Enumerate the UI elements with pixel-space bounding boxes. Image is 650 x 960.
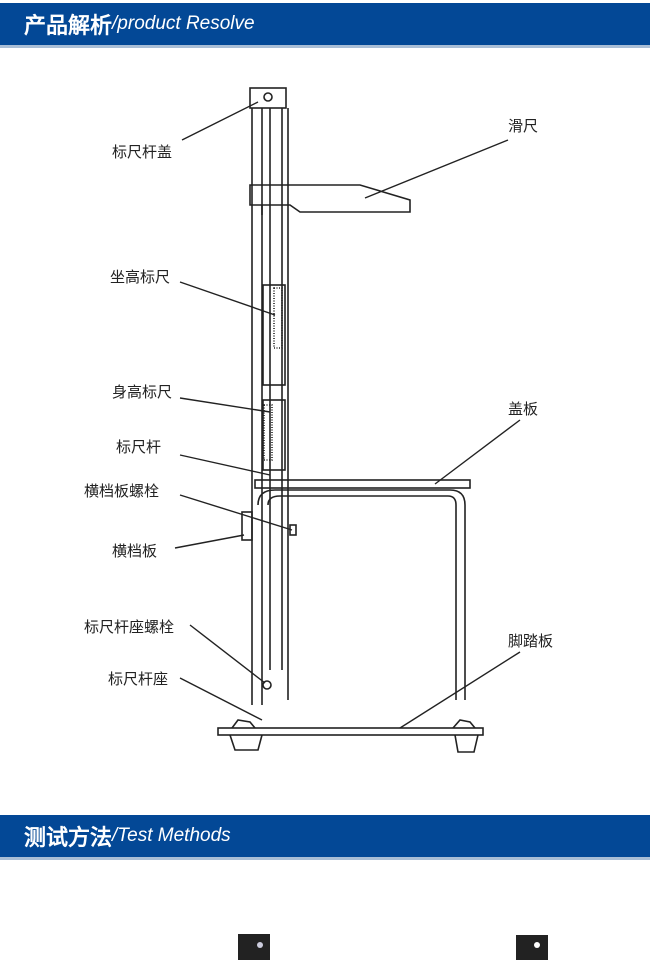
label-crossbar-bolt: 横档板螺栓 [84,482,160,500]
label-rod-base-bolt: 标尺杆座螺栓 [84,618,175,636]
label-crossbar: 横档板 [112,542,158,560]
label-footboard: 脚踏板 [508,632,554,650]
section-title-en: /product Resolve [112,13,255,34]
label-rod: 标尺杆 [116,438,162,456]
label-cover-plate: 盖板 [508,400,539,418]
section-title-en: /Test Methods [112,825,231,846]
rod-cap-right [516,935,548,960]
section-header-product-resolve: 产品解析/product Resolve [0,3,650,48]
footboard [217,727,484,736]
section-title-cn: 测试方法 [24,826,113,851]
cover-plate [254,479,471,489]
label-rod-cap: 标尺杆盖 [112,143,173,161]
label-rod-base: 标尺杆座 [108,670,169,688]
slider [249,184,411,213]
rod-cap-left [238,934,270,960]
crossbar [241,511,253,541]
label-slider: 滑尺 [508,117,539,135]
section-header-test-methods: 测试方法/Test Methods [0,815,650,860]
label-sitting-scale: 坐高标尺 [110,268,171,286]
label-height-scale: 身高标尺 [112,383,173,401]
rod-cap [249,87,287,109]
section-title-cn: 产品解析 [24,14,113,39]
